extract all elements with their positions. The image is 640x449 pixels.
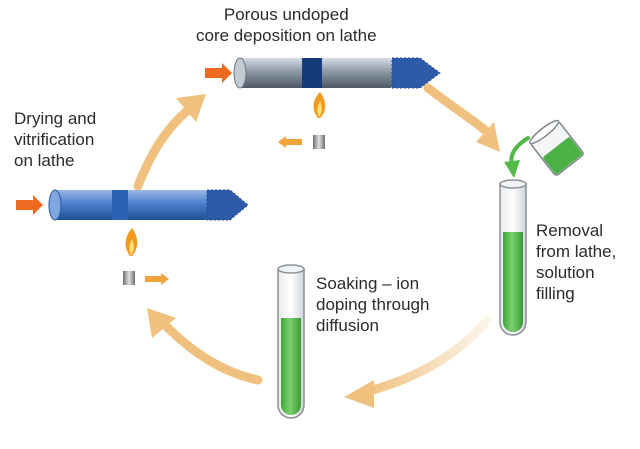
label-right-line-1: Removal — [536, 221, 604, 240]
top-tube-end — [391, 57, 441, 89]
label-right-line-3: solution — [536, 263, 595, 282]
top-burner — [313, 135, 325, 149]
label-right-line-2: from lathe, — [536, 242, 617, 261]
cycle-arrowhead-left — [147, 308, 176, 338]
label-bottom-line-2: doping through — [316, 295, 430, 314]
left-tube-feed-arrow — [16, 195, 43, 215]
bottom-tube-liquid — [281, 318, 301, 415]
label-left-line-1: Drying and — [14, 109, 97, 128]
top-burner-direction-arrow — [278, 136, 302, 148]
label-left-line-3: on lathe — [14, 151, 75, 170]
label-bottom: Soaking – ion doping through diffusion — [316, 273, 429, 336]
cycle-arrow-top-to-right — [423, 83, 490, 135]
label-top-line-2: core deposition on lathe — [196, 26, 377, 45]
label-right-line-4: filling — [536, 284, 575, 303]
label-left: Drying and vitrification on lathe — [14, 108, 96, 171]
left-flame-core — [129, 239, 134, 255]
pour-arrowhead — [504, 160, 520, 178]
label-top: Porous undoped core deposition on lathe — [196, 4, 377, 46]
cycle-arrow-right-to-bottom — [360, 315, 493, 397]
beaker — [529, 119, 584, 176]
cycle-arrows — [133, 83, 500, 408]
left-burner — [123, 271, 135, 285]
top-tube-deposit — [302, 58, 322, 88]
top-tube-feed-arrow — [205, 63, 232, 83]
left-tube-mouth — [48, 189, 62, 221]
right-test-tube — [499, 119, 584, 336]
right-tube-rim — [499, 179, 527, 189]
label-top-line-1: Porous undoped — [223, 5, 349, 24]
cycle-arrowhead-right — [476, 122, 500, 152]
left-tube-body — [55, 190, 207, 220]
left-lathe-tube — [16, 189, 249, 285]
left-tube-end — [206, 189, 249, 221]
cycle-arrow-left-to-top — [133, 105, 193, 191]
left-burner-direction-arrow — [145, 273, 169, 285]
label-bottom-line-1: Soaking – ion — [316, 274, 420, 293]
bottom-tube-rim — [277, 264, 305, 274]
cycle-arrowhead-bottom — [344, 380, 374, 408]
cycle-arrow-bottom-to-left — [160, 320, 263, 385]
bottom-test-tube — [277, 264, 305, 419]
top-tube-mouth — [233, 57, 247, 89]
top-lathe-tube — [205, 57, 441, 149]
label-bottom-line-3: diffusion — [316, 316, 380, 335]
left-tube-hot-zone — [112, 190, 128, 220]
label-right: Removal from lathe, solution filling — [536, 220, 616, 304]
top-flame-core — [317, 101, 322, 117]
cycle-arrowhead-top-left — [176, 94, 206, 122]
right-tube-liquid — [503, 232, 523, 332]
label-left-line-2: vitrification — [14, 130, 95, 149]
